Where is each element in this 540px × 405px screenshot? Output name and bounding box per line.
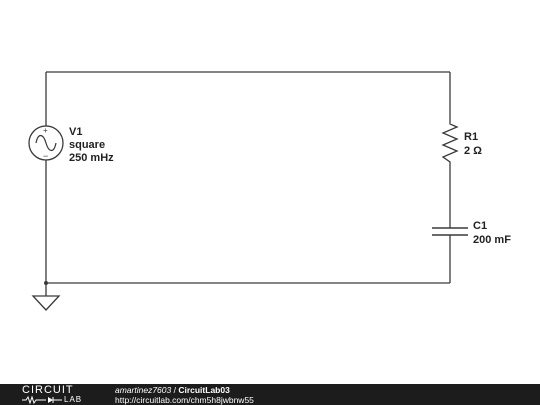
- resistor-value-label: 2 Ω: [464, 145, 482, 157]
- footer-title-line: amartinez7603 / CircuitLab03: [115, 385, 254, 395]
- circuit-url[interactable]: http://circuitlab.com/chm5h8jwbnw55: [115, 395, 254, 405]
- resistor-r1[interactable]: [441, 120, 459, 166]
- svg-text:−: −: [43, 151, 48, 161]
- ground-symbol: [31, 295, 61, 311]
- svg-text:+: +: [43, 126, 48, 135]
- source-waveform-label: square: [69, 139, 105, 151]
- footer-info: amartinez7603 / CircuitLab03 http://circ…: [115, 385, 254, 405]
- junction-node: [44, 281, 48, 285]
- schematic-canvas: + − V1 square 250 mHz R1 2 Ω C1 200 mF: [28, 71, 511, 311]
- title-separator: /: [171, 385, 179, 395]
- capacitor-name-label: C1: [473, 220, 487, 232]
- logo-wire-icon: [22, 395, 62, 404]
- voltage-source-v1[interactable]: + −: [28, 125, 64, 161]
- logo-text-bottom: LAB: [64, 395, 83, 404]
- resistor-name-label: R1: [464, 131, 478, 143]
- logo-text-top: CIRCUIT: [22, 384, 74, 396]
- circuitlab-logo[interactable]: CIRCUIT LAB: [22, 384, 94, 405]
- source-frequency-label: 250 mHz: [69, 152, 114, 164]
- footer-bar: CIRCUIT LAB amartinez7603 / CircuitLab03…: [0, 384, 540, 405]
- capacitor-value-label: 200 mF: [473, 234, 511, 246]
- capacitor-c1[interactable]: [432, 227, 468, 236]
- source-name-label: V1: [69, 126, 82, 138]
- author-link[interactable]: amartinez7603: [115, 385, 172, 395]
- circuit-title[interactable]: CircuitLab03: [178, 385, 230, 395]
